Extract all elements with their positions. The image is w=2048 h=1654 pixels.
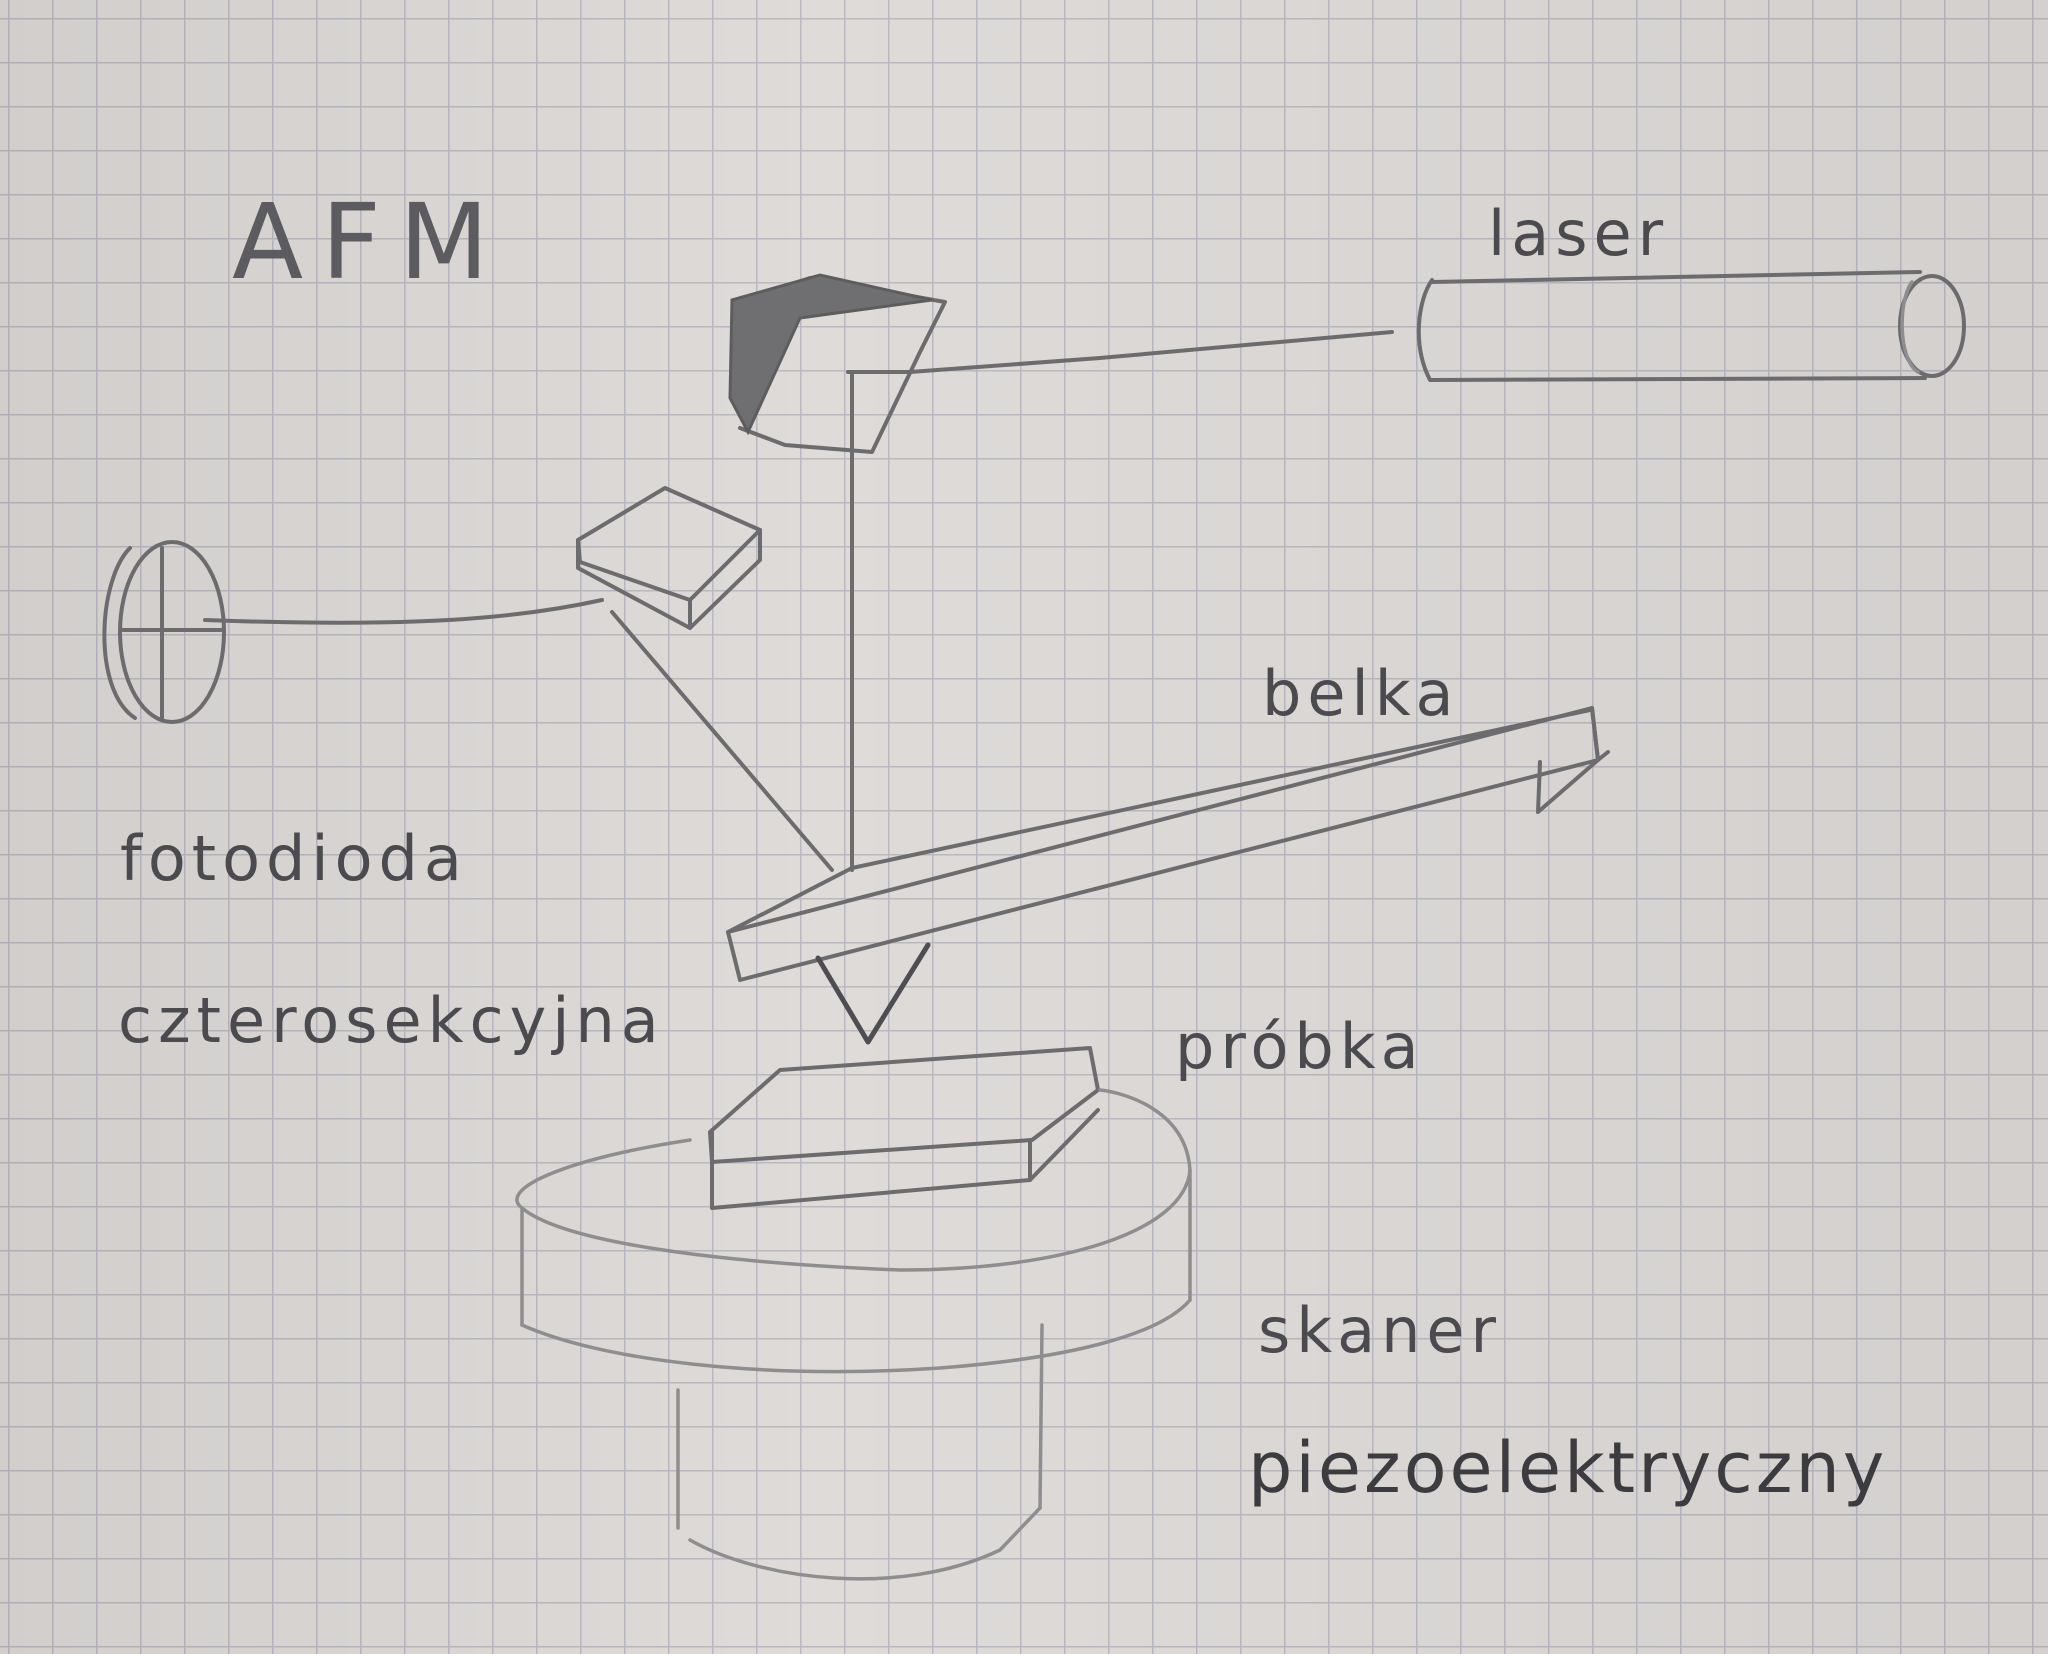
label-scanner-1: skaner	[1258, 1294, 1502, 1367]
mirror	[728, 273, 947, 454]
diagram-title: AFM	[232, 181, 507, 303]
sample	[708, 1046, 1100, 1210]
afm-tip	[815, 942, 931, 1045]
label-photodiode-1: fotodioda	[120, 822, 468, 895]
photodiode	[102, 540, 226, 724]
label-cantilever: belka	[1262, 657, 1460, 730]
beam-reflected	[610, 610, 834, 872]
laser-source	[1416, 270, 1966, 382]
laser-beam	[908, 330, 1394, 374]
label-photodiode-2: czterosekcyjna	[118, 984, 665, 1057]
cantilever	[726, 706, 1610, 982]
label-scanner-2: piezoelektryczny	[1248, 1427, 1887, 1509]
piezo-scanner	[515, 1088, 1192, 1581]
prism-reflector	[576, 486, 762, 630]
label-sample: próbka	[1175, 1010, 1425, 1083]
label-laser: laser	[1488, 197, 1669, 270]
beam-to-photodiode	[203, 598, 604, 625]
